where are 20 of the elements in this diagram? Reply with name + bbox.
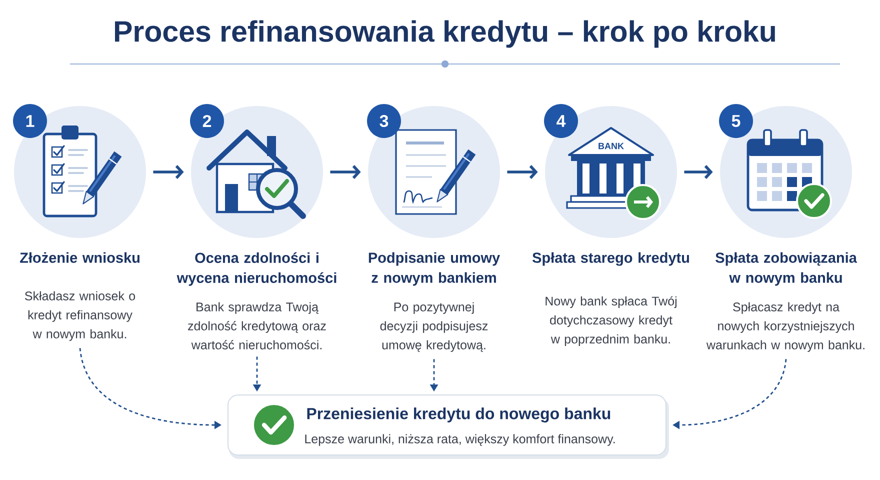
- result-text: Lepsze warunki, niższa rata, większy komfort finansowy.: [305, 434, 615, 446]
- diagram-title: Proces refinansowania kredytu – krok po kroku: [115, 20, 775, 48]
- step-title: Podpisanie umowy z nowym bankiem: [368, 252, 500, 286]
- step-number: 5: [719, 104, 753, 138]
- step-title: Spłata zobowiązania w nowym banku: [716, 252, 857, 286]
- step-description: Po pozytywnej decyzji podpisujesz umowę kredytową.: [380, 302, 488, 352]
- step-description: Nowy bank spłaca Twój dotychczasowy kredyt w poprzednim banku.: [546, 296, 676, 346]
- result-title: Przeniesienie kredytu do nowego banku: [307, 408, 610, 422]
- step-number: 1: [13, 104, 47, 138]
- step-number: 3: [367, 104, 401, 138]
- step-description: Składasz wniosek o kredyt refinansowy w nowym banku.: [24, 291, 136, 341]
- step-number: 2: [190, 104, 224, 138]
- sign-text: BANK: [598, 142, 624, 150]
- result-box: [228, 394, 669, 459]
- step-title: Złożenie wniosku: [20, 252, 140, 263]
- step-number: 4: [544, 104, 578, 138]
- step-description: Bank sprawdza Twoją zdolność kredytową oraz wartość nieruchomości.: [188, 302, 326, 350]
- step-description: Spłacasz kredyt na nowych korzystniejszych warunkach w nowym banku.: [706, 302, 864, 352]
- step-title: Ocena zdolności i wycena nieruchomości: [176, 252, 336, 286]
- step-title: Spłata starego kredytu: [532, 252, 689, 266]
